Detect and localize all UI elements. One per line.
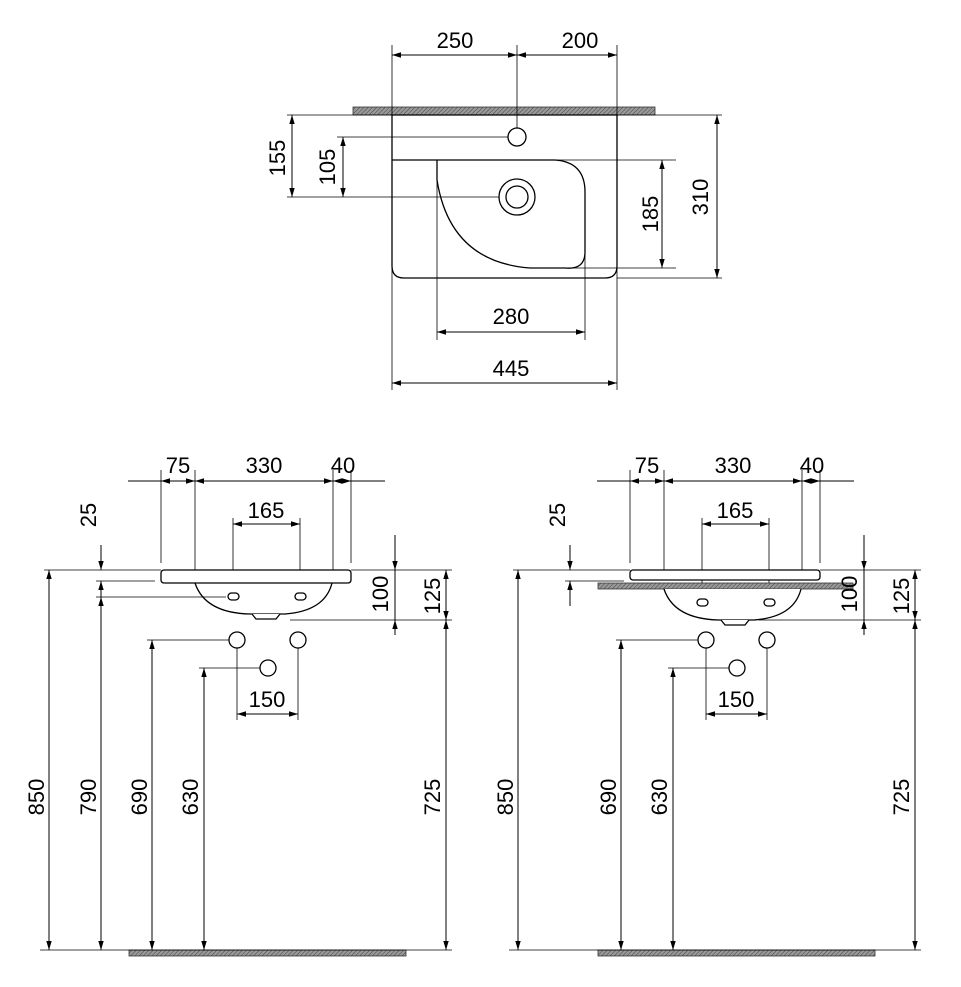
right-margin-label: 40: [800, 453, 824, 478]
tap-hole: [507, 127, 527, 147]
floor-bar: [597, 949, 876, 957]
top-height-label: 850: [24, 779, 49, 816]
shelf-bar: [597, 582, 854, 590]
left-margin-label: 75: [635, 453, 659, 478]
slab-thickness-label: 25: [76, 503, 101, 527]
wall-bar: [352, 106, 656, 116]
overflow-slot: [227, 592, 240, 601]
front-view-shelf: 75 330 40 165 25 850 690 630 150 100 125 725: [493, 453, 921, 957]
drain-pipe: [728, 659, 746, 677]
front-view-wall: 75 330 40 165 25 850 790 690 630 150 100 125 725: [24, 453, 452, 957]
drain-pipe: [259, 659, 277, 677]
right-margin-label: 40: [331, 453, 355, 478]
basin-slab: [160, 569, 352, 584]
bottom-height-label: 725: [420, 779, 445, 816]
drain-outlet: [251, 613, 281, 620]
water-pipe: [697, 631, 715, 649]
water-pipe: [289, 631, 307, 649]
tap-to-drain-label: 105: [315, 149, 340, 186]
water-pipe: [228, 631, 246, 649]
drain-height-label: 630: [178, 779, 203, 816]
pipe-spacing-label: 150: [249, 687, 286, 712]
overflow-height-label: 790: [76, 779, 101, 816]
basin-height-label: 100: [368, 576, 393, 613]
bowl-width-label: 280: [493, 304, 530, 329]
total-depth-label: 310: [688, 179, 713, 216]
pipe-height-label: 690: [127, 779, 152, 816]
bowl-profile: [194, 582, 333, 615]
overflow-slot: [696, 598, 709, 607]
top-height-label: 850: [493, 779, 518, 816]
overflow-spacing-label: 165: [248, 498, 285, 523]
slab-thickness-label: 25: [545, 503, 570, 527]
basin-slab: [629, 569, 821, 581]
bowl-depth-label: 185: [638, 196, 663, 233]
bowl-profile: [663, 588, 802, 621]
drain-inner: [505, 185, 529, 209]
pipe-spacing-label: 150: [718, 687, 755, 712]
drain-outlet: [720, 619, 750, 626]
overflow-slot: [294, 592, 307, 601]
overflow-slot: [763, 598, 776, 607]
overflow-spacing-label: 165: [717, 498, 754, 523]
total-basin-height-label: 125: [889, 578, 914, 615]
drain-height-label: 630: [647, 779, 672, 816]
left-margin-label: 75: [166, 453, 190, 478]
total-basin-height-label: 125: [420, 578, 445, 615]
center-width-label: 330: [246, 453, 283, 478]
wall-to-drain-label: 155: [265, 140, 290, 177]
floor-bar: [128, 949, 407, 957]
tap-to-right-label: 200: [562, 28, 599, 53]
total-width-label: 445: [493, 356, 530, 381]
left-to-tap-label: 250: [437, 28, 474, 53]
pipe-height-label: 690: [596, 779, 621, 816]
water-pipe: [758, 631, 776, 649]
bottom-height-label: 725: [889, 779, 914, 816]
center-width-label: 330: [715, 453, 752, 478]
top-view-dimensions: 250 200 155 105 185 310 280 445: [265, 28, 722, 390]
top-view: [352, 106, 656, 279]
basin-height-label: 100: [837, 576, 862, 613]
